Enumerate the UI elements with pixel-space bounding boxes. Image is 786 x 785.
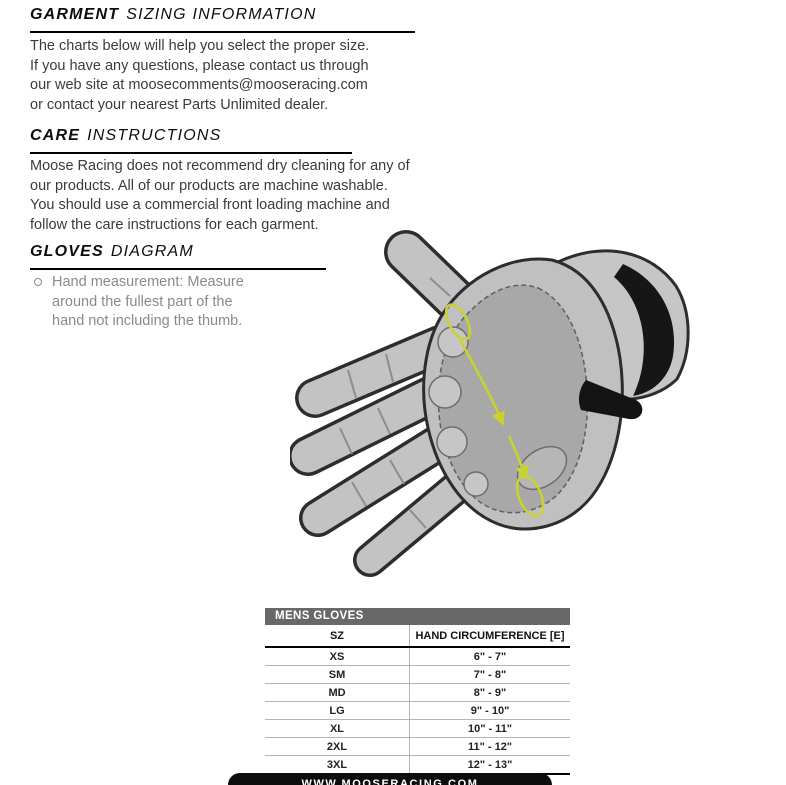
text-line: You should use a commercial front loadin… (30, 197, 390, 213)
table-header-row: SZ HAND CIRCUMFERENCE [E] (265, 625, 570, 648)
size-cell: 3XL (265, 756, 410, 773)
text-line: our products. All of our products are ma… (30, 177, 388, 194)
header-strong-text: GLOVES (30, 243, 104, 260)
section-header-garment-sizing: GARMENT SIZING INFORMATION (30, 6, 415, 33)
text-line: follow the care instructions for each ga… (30, 216, 319, 233)
text-line: hand not including the thumb. (52, 313, 243, 329)
col-header-size: SZ (265, 625, 410, 646)
size-cell: MD (265, 684, 410, 701)
glove-palm (422, 257, 643, 531)
section-header-gloves-diagram: GLOVES DIAGRAM (30, 243, 326, 270)
section-header-care-instructions: CARE INSTRUCTIONS (30, 127, 352, 154)
bullet-icon (34, 278, 42, 286)
text-line: The charts below will help you select th… (30, 38, 370, 54)
col-header-circumference: HAND CIRCUMFERENCE [E] (415, 629, 565, 642)
table-title: MENS GLOVES (275, 610, 364, 622)
text-line: or contact your nearest Parts Unlimited … (30, 96, 329, 113)
size-cell: XS (265, 648, 410, 665)
text-line: Moose Racing does not recommend dry clea… (30, 158, 410, 174)
glove-fingers (290, 230, 490, 577)
hand-measurement-note: Hand measurement: Measure around the ful… (34, 273, 244, 332)
table-row: XS 6" - 7" (265, 648, 570, 666)
range-cell: 8" - 9" (473, 686, 507, 699)
measurement-arrows (444, 303, 545, 518)
text-line: If you have any questions, please contac… (30, 57, 369, 74)
website-url: WWW.MOOSERACING.COM (301, 778, 479, 785)
size-cell: XL (265, 720, 410, 737)
range-cell: 11" - 12" (467, 740, 513, 753)
garment-sizing-paragraph: The charts below will help you select th… (30, 37, 369, 115)
size-cell: SM (265, 666, 410, 683)
header-strong-text: CARE (30, 127, 81, 144)
text-line: our web site at moosecomments@mooseracin… (30, 77, 368, 93)
website-footer-bar: WWW.MOOSERACING.COM (228, 773, 552, 785)
table-row: MD 8" - 9" (265, 684, 570, 702)
hand-measurement-text: Hand measurement: Measure around the ful… (52, 273, 244, 332)
table-row: XL 10" - 11" (265, 720, 570, 738)
range-cell: 12" - 13" (467, 758, 513, 771)
table-title-bar: MENS GLOVES (265, 608, 570, 625)
text-line: Hand measurement: Measure (52, 274, 244, 290)
range-cell: 9" - 10" (470, 704, 510, 717)
header-strong-text: GARMENT (30, 6, 120, 23)
header-rest-text: DIAGRAM (110, 243, 194, 260)
care-instructions-paragraph: Moose Racing does not recommend dry clea… (30, 157, 410, 235)
table-row: 2XL 11" - 12" (265, 738, 570, 756)
size-cell: LG (265, 702, 410, 719)
table-row: SM 7" - 8" (265, 666, 570, 684)
range-cell: 10" - 11" (467, 722, 513, 735)
size-cell: 2XL (265, 738, 410, 755)
table-row: LG 9" - 10" (265, 702, 570, 720)
header-rest-text: SIZING INFORMATION (126, 6, 317, 23)
glove-illustration (290, 230, 690, 577)
header-rest-text: INSTRUCTIONS (87, 127, 222, 144)
range-cell: 7" - 8" (473, 668, 507, 681)
mens-gloves-size-table: MENS GLOVES SZ HAND CIRCUMFERENCE [E] XS… (265, 608, 570, 775)
text-line: around the fullest part of the (52, 293, 233, 310)
range-cell: 6" - 7" (473, 650, 507, 663)
